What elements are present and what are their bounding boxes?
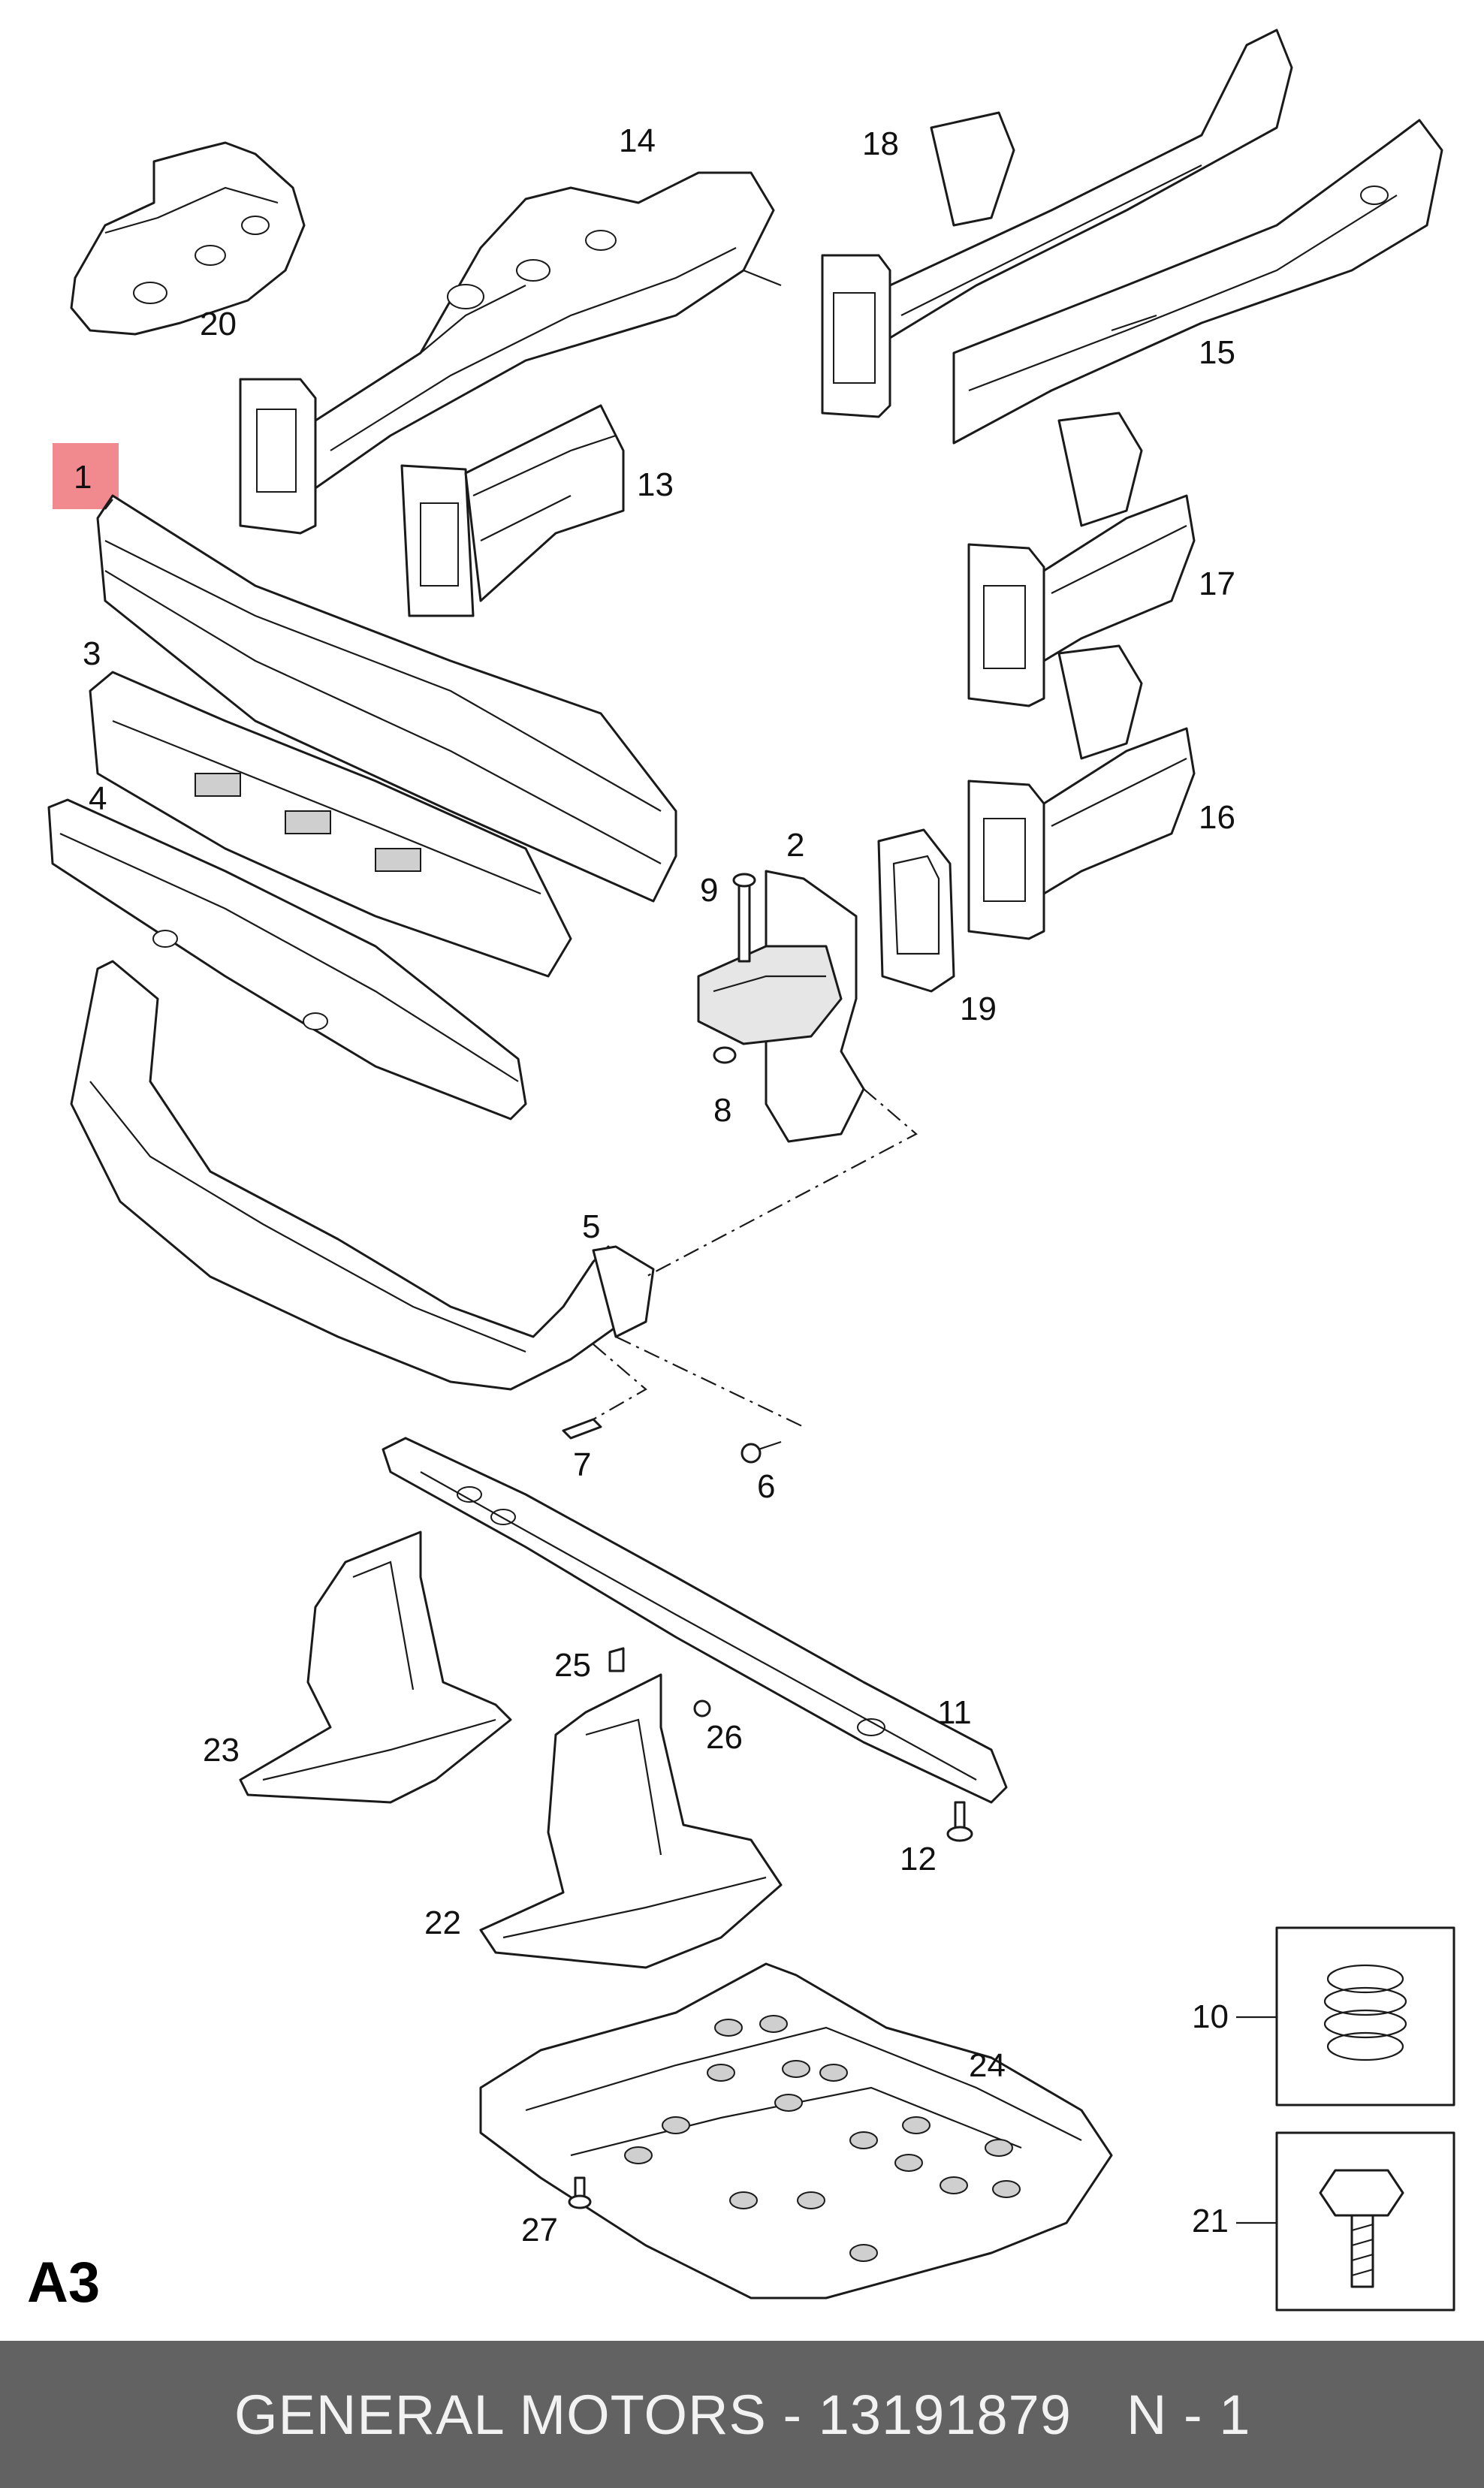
callout-27: 27 — [521, 2212, 558, 2248]
callout-13: 13 — [637, 466, 674, 503]
parts-diagram-canvas: 1 2 3 4 5 6 7 8 9 10 11 12 13 14 15 16 1… — [27, 29, 1455, 2315]
part-12 — [946, 1801, 973, 1842]
callout-11: 11 — [937, 1694, 972, 1731]
callout-4: 4 — [89, 780, 107, 817]
part-2 — [697, 870, 865, 1143]
callout-10: 10 — [1192, 1998, 1229, 2035]
highlighted-callout-box — [53, 443, 119, 509]
callout-20: 20 — [200, 306, 237, 342]
callout-15: 15 — [1199, 334, 1235, 371]
callout-21: 21 — [1192, 2203, 1229, 2239]
callout-16: 16 — [1199, 799, 1235, 836]
part-18 — [821, 29, 1293, 418]
callout-8: 8 — [713, 1092, 731, 1129]
callout-9: 9 — [700, 872, 718, 909]
part-27 — [568, 2176, 592, 2209]
part-8 — [713, 1046, 737, 1064]
part-11 — [382, 1437, 1008, 1804]
leader-1 — [104, 499, 113, 510]
part-6 — [740, 1440, 782, 1464]
part-17 — [967, 412, 1196, 707]
footer-bar: GENERAL MOTORS - 13191879 N - 1 — [0, 2341, 1484, 2488]
part-7 — [562, 1418, 602, 1440]
callout-24: 24 — [969, 2047, 1006, 2084]
part-25 — [608, 1647, 625, 1672]
exploded-parts-diagram: 1 2 3 4 5 6 7 8 9 10 11 12 13 14 15 16 1… — [47, 29, 1455, 2312]
part-19 — [877, 828, 955, 993]
inset-part-21 — [1236, 2131, 1455, 2312]
callout-1: 1 — [74, 459, 92, 496]
part-22 — [479, 1673, 783, 1969]
part-15 — [952, 119, 1443, 445]
callout-7: 7 — [573, 1446, 591, 1483]
leader-dash-5-6 — [615, 1336, 804, 1428]
part-14 — [239, 171, 782, 535]
callout-18: 18 — [862, 125, 899, 162]
part-13 — [400, 404, 625, 617]
callout-5: 5 — [582, 1208, 600, 1245]
leader-dash-5-7 — [593, 1344, 647, 1420]
part-23 — [239, 1530, 512, 1804]
part-9 — [732, 873, 756, 963]
shield-holes — [624, 2015, 1021, 2262]
callout-3: 3 — [83, 635, 101, 672]
hex-bolt-icon — [1319, 2169, 1404, 2288]
part-26 — [693, 1699, 711, 1717]
callout-23: 23 — [203, 1732, 240, 1769]
callout-26: 26 — [706, 1719, 743, 1756]
spring-clip-icon — [1323, 1964, 1407, 2061]
leader-dash-2-5 — [645, 1088, 918, 1277]
part-1 — [96, 494, 677, 903]
inset-part-10 — [1236, 1926, 1455, 2107]
callout-12: 12 — [900, 1841, 937, 1877]
callout-17: 17 — [1199, 565, 1235, 602]
callout-22: 22 — [424, 1904, 461, 1941]
footer-brand-part-number: GENERAL MOTORS - 13191879 — [234, 2384, 1072, 2446]
callout-14: 14 — [619, 122, 656, 159]
part-4 — [47, 798, 527, 1120]
callout-2: 2 — [786, 827, 804, 864]
callout-19: 19 — [960, 991, 997, 1027]
part-20 — [70, 141, 306, 336]
part-24 — [479, 1962, 1113, 2300]
footer-quantity: N - 1 — [1127, 2384, 1251, 2446]
part-3 — [89, 671, 572, 978]
part-16 — [967, 644, 1196, 940]
callout-6: 6 — [757, 1468, 775, 1505]
diagram-page-code: A3 — [27, 2251, 101, 2315]
part-5 — [70, 960, 655, 1391]
callout-25: 25 — [554, 1647, 591, 1684]
